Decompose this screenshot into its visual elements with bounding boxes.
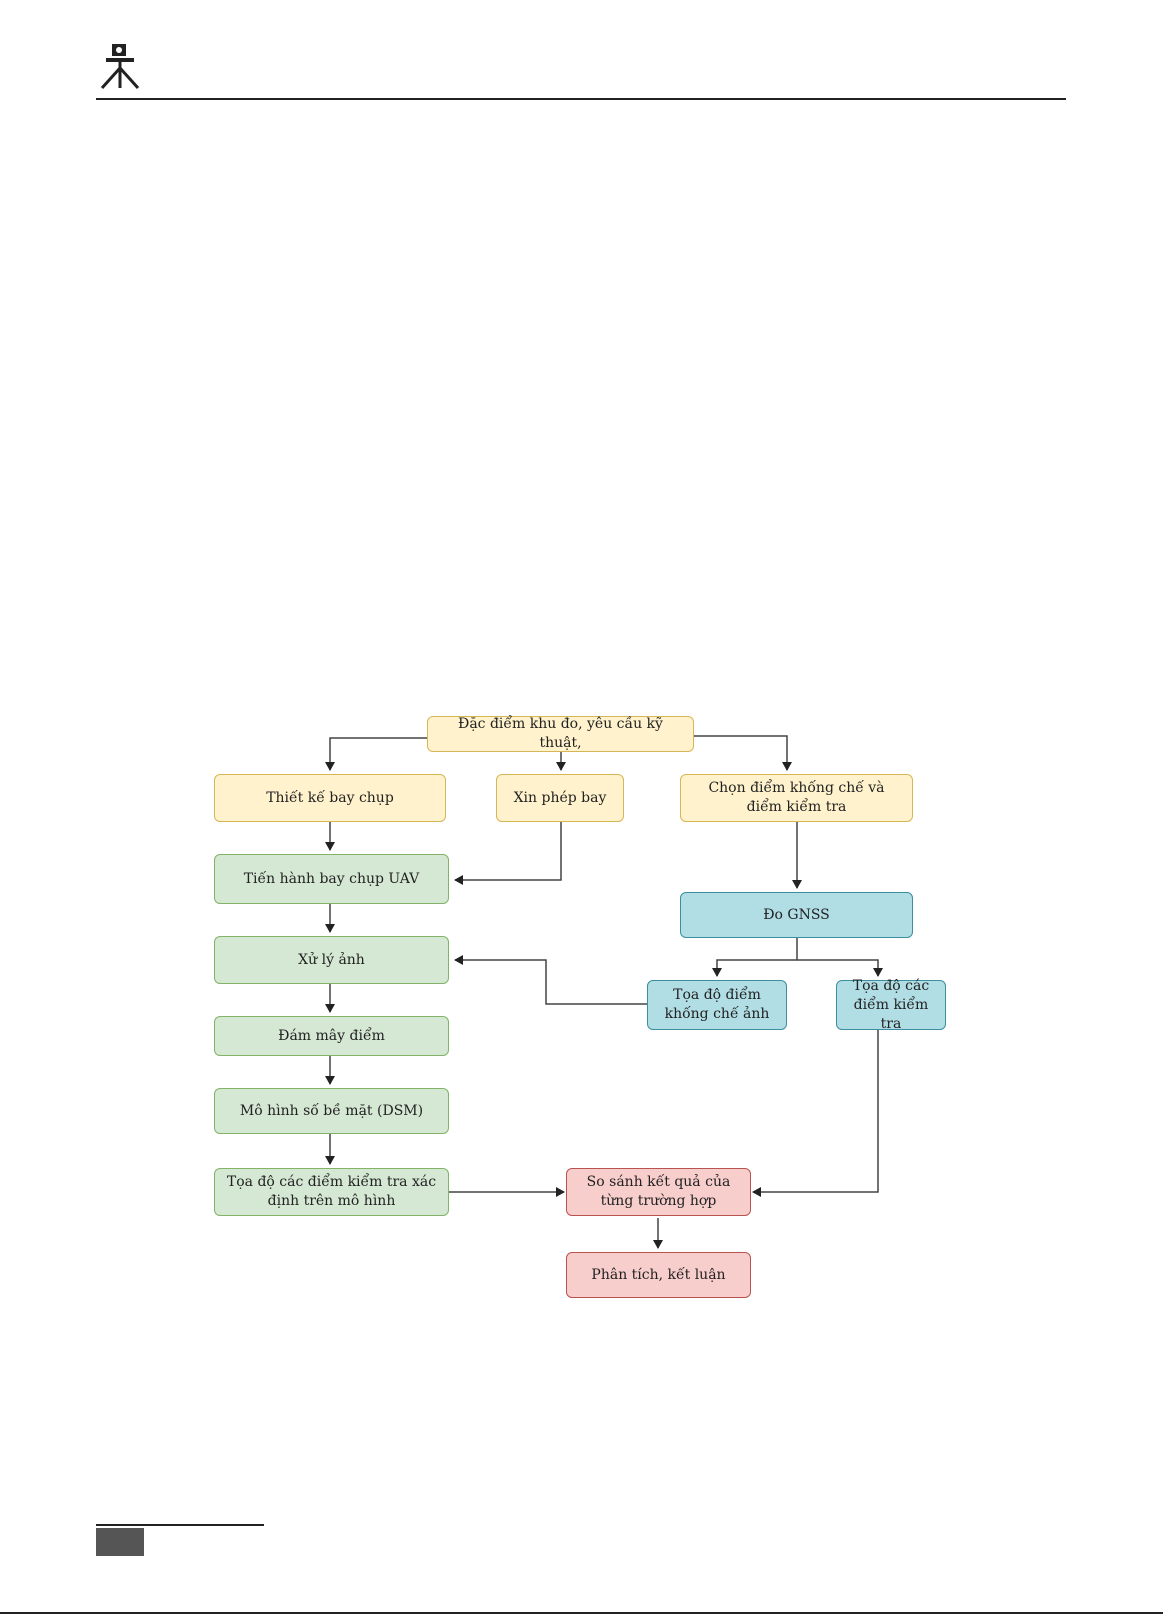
node-check-coords: Tọa độ các điểm kiểm tra (836, 978, 946, 1032)
node-process: Xử lý ảnh (214, 936, 449, 984)
bottom-divider (0, 1612, 1163, 1614)
node-start: Đặc điểm khu đo, yêu cầu kỹ thuật, (427, 716, 694, 752)
node-conclude: Phân tích, kết luận (566, 1252, 751, 1298)
arrow-start-to-design (325, 737, 427, 771)
node-compare: So sánh kết quả của từng trường hợp (566, 1168, 751, 1216)
node-model-coords: Tọa độ các điểm kiểm tra xác định trên m… (214, 1168, 449, 1216)
arrow-check-to-compare (752, 1030, 879, 1197)
footer-divider (96, 1524, 264, 1526)
arrow-start-to-select (694, 735, 792, 771)
header-divider (96, 98, 1066, 100)
node-point-cloud: Đám mây điểm (214, 1016, 449, 1056)
arrow-permit-to-fly (454, 822, 562, 885)
node-fly: Tiến hành bay chụp UAV (214, 854, 449, 904)
arrow-gcp-to-process (454, 955, 647, 1005)
arrow-gnss-to-gcp (712, 938, 798, 977)
node-permit: Xin phép bay (496, 774, 624, 822)
page-number-tab (96, 1528, 144, 1556)
node-design: Thiết kế bay chụp (214, 774, 446, 822)
node-gcp-coords: Tọa độ điểm khống chế ảnh (647, 980, 787, 1030)
node-gnss: Đo GNSS (680, 892, 913, 938)
node-select-points: Chọn điểm khống chế và điểm kiểm tra (680, 774, 913, 822)
node-dsm: Mô hình số bề mặt (DSM) (214, 1088, 449, 1134)
surveying-tripod-icon (100, 44, 140, 90)
arrow-gnss-to-check (797, 959, 883, 977)
